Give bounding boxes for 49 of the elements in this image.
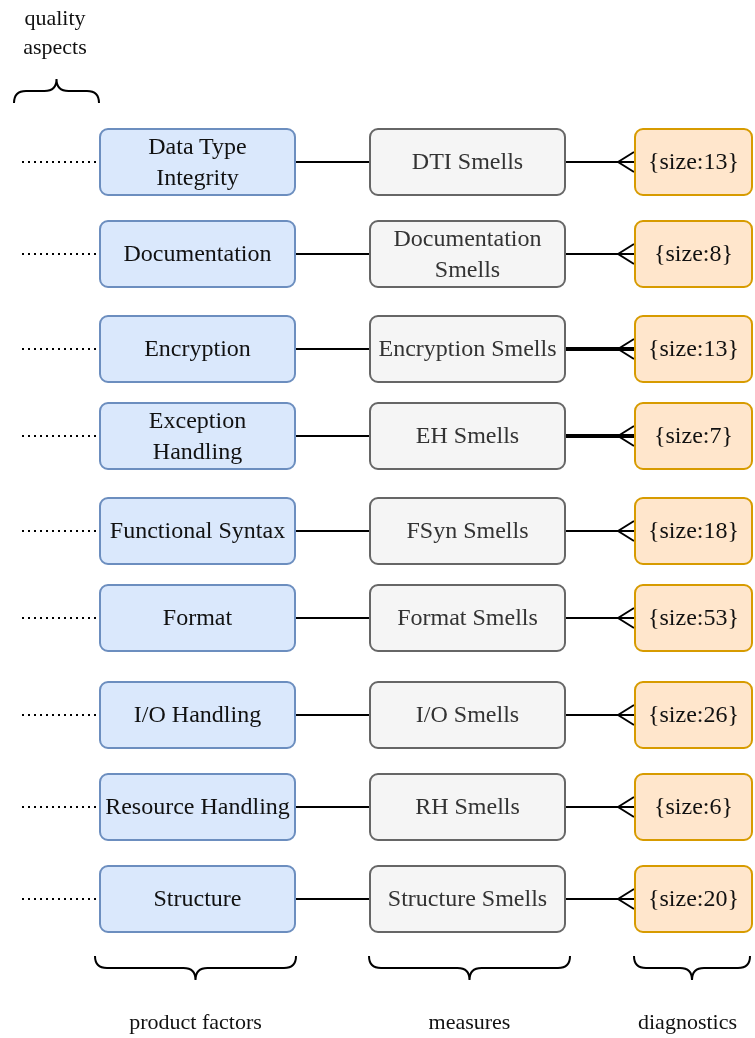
diagnostic-box: {size:20} — [634, 865, 753, 933]
connector-line — [295, 435, 370, 437]
crows-foot-connector — [565, 607, 635, 629]
diagnostic-box: {size:13} — [634, 315, 753, 383]
group-label: measures — [427, 1008, 512, 1036]
connector-line — [295, 348, 370, 350]
connector-line — [295, 806, 370, 808]
crows-foot-connector — [566, 338, 635, 360]
measure-box: DTI Smells — [369, 128, 566, 196]
connector-line — [295, 530, 370, 532]
product-factor-box: Data Type Integrity — [99, 128, 296, 196]
product-factor-box: Encryption — [99, 315, 296, 383]
product-factor-box: Exception Handling — [99, 402, 296, 470]
product-factor-box: Structure — [99, 865, 296, 933]
connector-line — [295, 161, 370, 163]
measure-box: Documentation Smells — [369, 220, 566, 288]
diagnostic-box: {size:53} — [634, 584, 753, 652]
connector-line — [295, 253, 370, 255]
diagnostic-box: {size:8} — [634, 220, 753, 288]
diagnostic-box: {size:18} — [634, 497, 753, 565]
measure-box: Format Smells — [369, 584, 566, 652]
measure-box: FSyn Smells — [369, 497, 566, 565]
connector-line — [295, 617, 370, 619]
diagnostic-box: {size:6} — [634, 773, 753, 841]
crows-foot-connector — [565, 520, 635, 542]
connector-line — [295, 714, 370, 716]
crows-foot-connector — [565, 704, 635, 726]
product-factor-box: I/O Handling — [99, 681, 296, 749]
connector-line — [295, 898, 370, 900]
crows-foot-connector — [565, 888, 635, 910]
diagnostic-box: {size:7} — [634, 402, 753, 470]
product-factor-box: Functional Syntax — [99, 497, 296, 565]
group-label: quality aspects — [22, 4, 88, 61]
measure-box: Structure Smells — [369, 865, 566, 933]
measure-box: RH Smells — [369, 773, 566, 841]
crows-foot-connector — [566, 425, 635, 447]
crows-foot-connector — [565, 796, 635, 818]
measure-box: Encryption Smells — [369, 315, 566, 383]
diagnostic-box: {size:13} — [634, 128, 753, 196]
crows-foot-connector — [565, 243, 635, 265]
measure-box: EH Smells — [369, 402, 566, 470]
product-factor-box: Format — [99, 584, 296, 652]
crows-foot-connector — [565, 151, 635, 173]
group-label: diagnostics — [637, 1008, 738, 1036]
product-factor-box: Documentation — [99, 220, 296, 288]
product-factor-box: Resource Handling — [99, 773, 296, 841]
group-label: product factors — [128, 1008, 263, 1036]
diagnostic-box: {size:26} — [634, 681, 753, 749]
measure-box: I/O Smells — [369, 681, 566, 749]
